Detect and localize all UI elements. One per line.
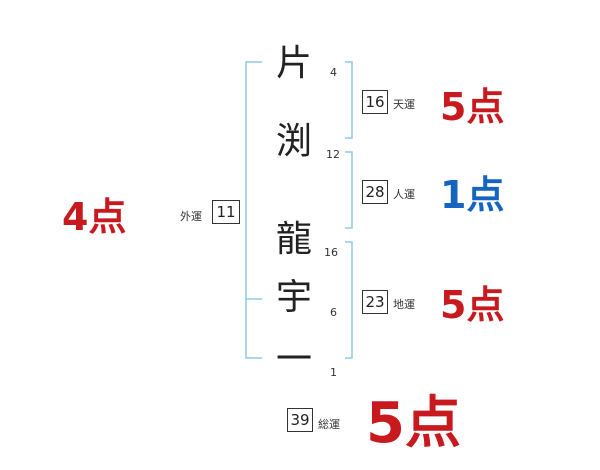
gaiun-label: 外運	[180, 210, 202, 223]
souun-label: 総運	[318, 418, 340, 431]
outer-bracket	[245, 61, 262, 359]
stroke-count-5: 1	[330, 366, 337, 379]
tenun-value-box: 16	[362, 90, 388, 114]
gaiun-value-box: 11	[212, 200, 240, 224]
tenun-score: 5点	[440, 85, 505, 129]
jinun-value-box: 28	[362, 180, 388, 204]
chiun-value-box: 23	[362, 290, 388, 314]
souun-score: 5点	[366, 391, 461, 456]
chiun-label: 地運	[393, 298, 415, 311]
jinun-score: 1点	[440, 173, 505, 217]
chiun-score: 5点	[440, 283, 505, 327]
stroke-count-4: 6	[330, 306, 337, 319]
jinun-bracket	[345, 151, 353, 229]
name-char-4: 宇	[275, 277, 312, 318]
gaiun-score: 4点	[62, 195, 127, 239]
souun-value-box: 39	[287, 408, 313, 432]
name-char-3: 龍	[275, 219, 312, 260]
chiun-bracket	[345, 241, 353, 359]
stroke-count-1: 4	[330, 66, 337, 79]
tenun-label: 天運	[393, 98, 415, 111]
stroke-count-3: 16	[324, 246, 338, 259]
name-char-2: 渕	[275, 121, 312, 162]
name-char-1: 片	[275, 43, 312, 84]
name-char-5: 一	[275, 339, 312, 380]
tenun-bracket	[345, 61, 353, 139]
stroke-count-2: 12	[326, 148, 340, 161]
jinun-label: 人運	[393, 188, 415, 201]
